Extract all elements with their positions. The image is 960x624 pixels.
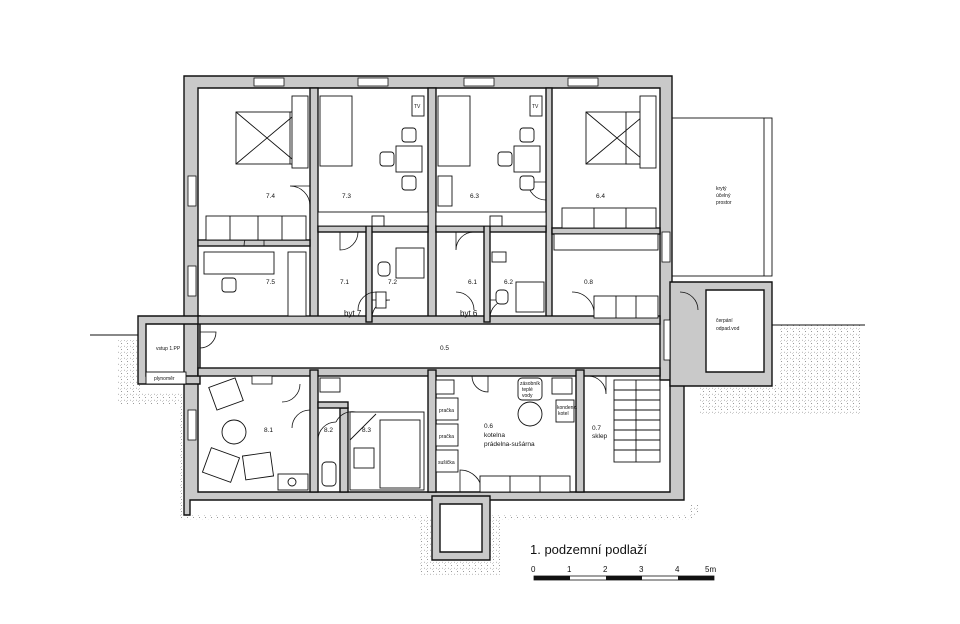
annotations: byt 7 byt 6 vstup 1.PP plynoměr krytý úč… [154,104,740,466]
windows [187,77,671,441]
washer-2-label: pračka [439,434,454,440]
room-7-5-label: 7.5 [266,279,275,286]
room-7-1-label: 7.1 [340,279,349,286]
scale-tick-1: 1 [567,565,572,574]
room-7-2-label: 7.2 [388,279,397,286]
boiler-tank-label-1: zásobník [520,381,541,387]
dryer-label: sušička [438,460,455,466]
room-6-2-label: 6.2 [504,279,513,286]
title-block: 1. podzemní podlaží 0 1 2 3 4 5m [530,542,716,581]
room-6-3-label: 6.3 [470,193,479,200]
scale-bar: 0 1 2 3 4 5m [531,565,716,581]
room-0-6-name-2: prádelna-sušárna [484,441,535,448]
washer-1-label: pračka [439,408,454,414]
tv-label-7-3: TV [414,104,421,110]
room-8-1-label: 8.1 [264,427,273,434]
room-8-2-label: 8.2 [324,427,333,434]
tv-label-6-3: TV [532,104,539,110]
scale-tick-0: 0 [531,565,536,574]
pump-label-1: čerpání [716,318,733,324]
room-6-1-label: 6.1 [468,279,477,286]
room-8-3-label: 8.3 [362,427,371,434]
scale-tick-3: 3 [639,565,644,574]
boiler-label-1: kondenz. [557,405,577,411]
interior-walls [197,87,661,493]
furniture [145,95,773,493]
covered-space-label-1: krytý [716,186,727,192]
scale-tick-4: 4 [675,565,680,574]
boiler-tank-label-2: teplé [522,387,533,393]
ground-hatch [90,324,865,575]
room-7-3-label: 7.3 [342,193,351,200]
room-6-4-label: 6.4 [596,193,605,200]
room-0-7-name: sklep [592,433,608,440]
room-0-5-label: 0.5 [440,345,449,352]
boiler-label-2: kotel [558,411,569,417]
room-0-6-label: 0.6 [484,423,493,430]
apartment-7-label: byt 7 [344,309,362,318]
entrance-label: vstup 1.PP [156,346,181,352]
boiler-tank-label-3: vody [522,393,533,399]
plan-title: 1. podzemní podlaží [530,542,647,557]
room-0-7-label: 0.7 [592,425,601,432]
room-7-4-label: 7.4 [266,193,275,200]
covered-space-label-3: prostor [716,200,732,206]
scale-tick-5: 5m [705,565,716,574]
gas-meter-label: plynoměr [154,376,175,382]
covered-space-label-2: účelný [716,193,731,199]
room-labels: 7.4 7.3 6.3 6.4 7.5 7.1 7.2 6.1 6.2 0.8 … [264,193,608,448]
room-0-6-name: kotelna [484,432,505,439]
room-0-8-label: 0.8 [584,279,593,286]
pump-label-2: odpad.vod [716,326,740,332]
apartment-6-label: byt 6 [460,309,478,318]
scale-tick-2: 2 [603,565,608,574]
